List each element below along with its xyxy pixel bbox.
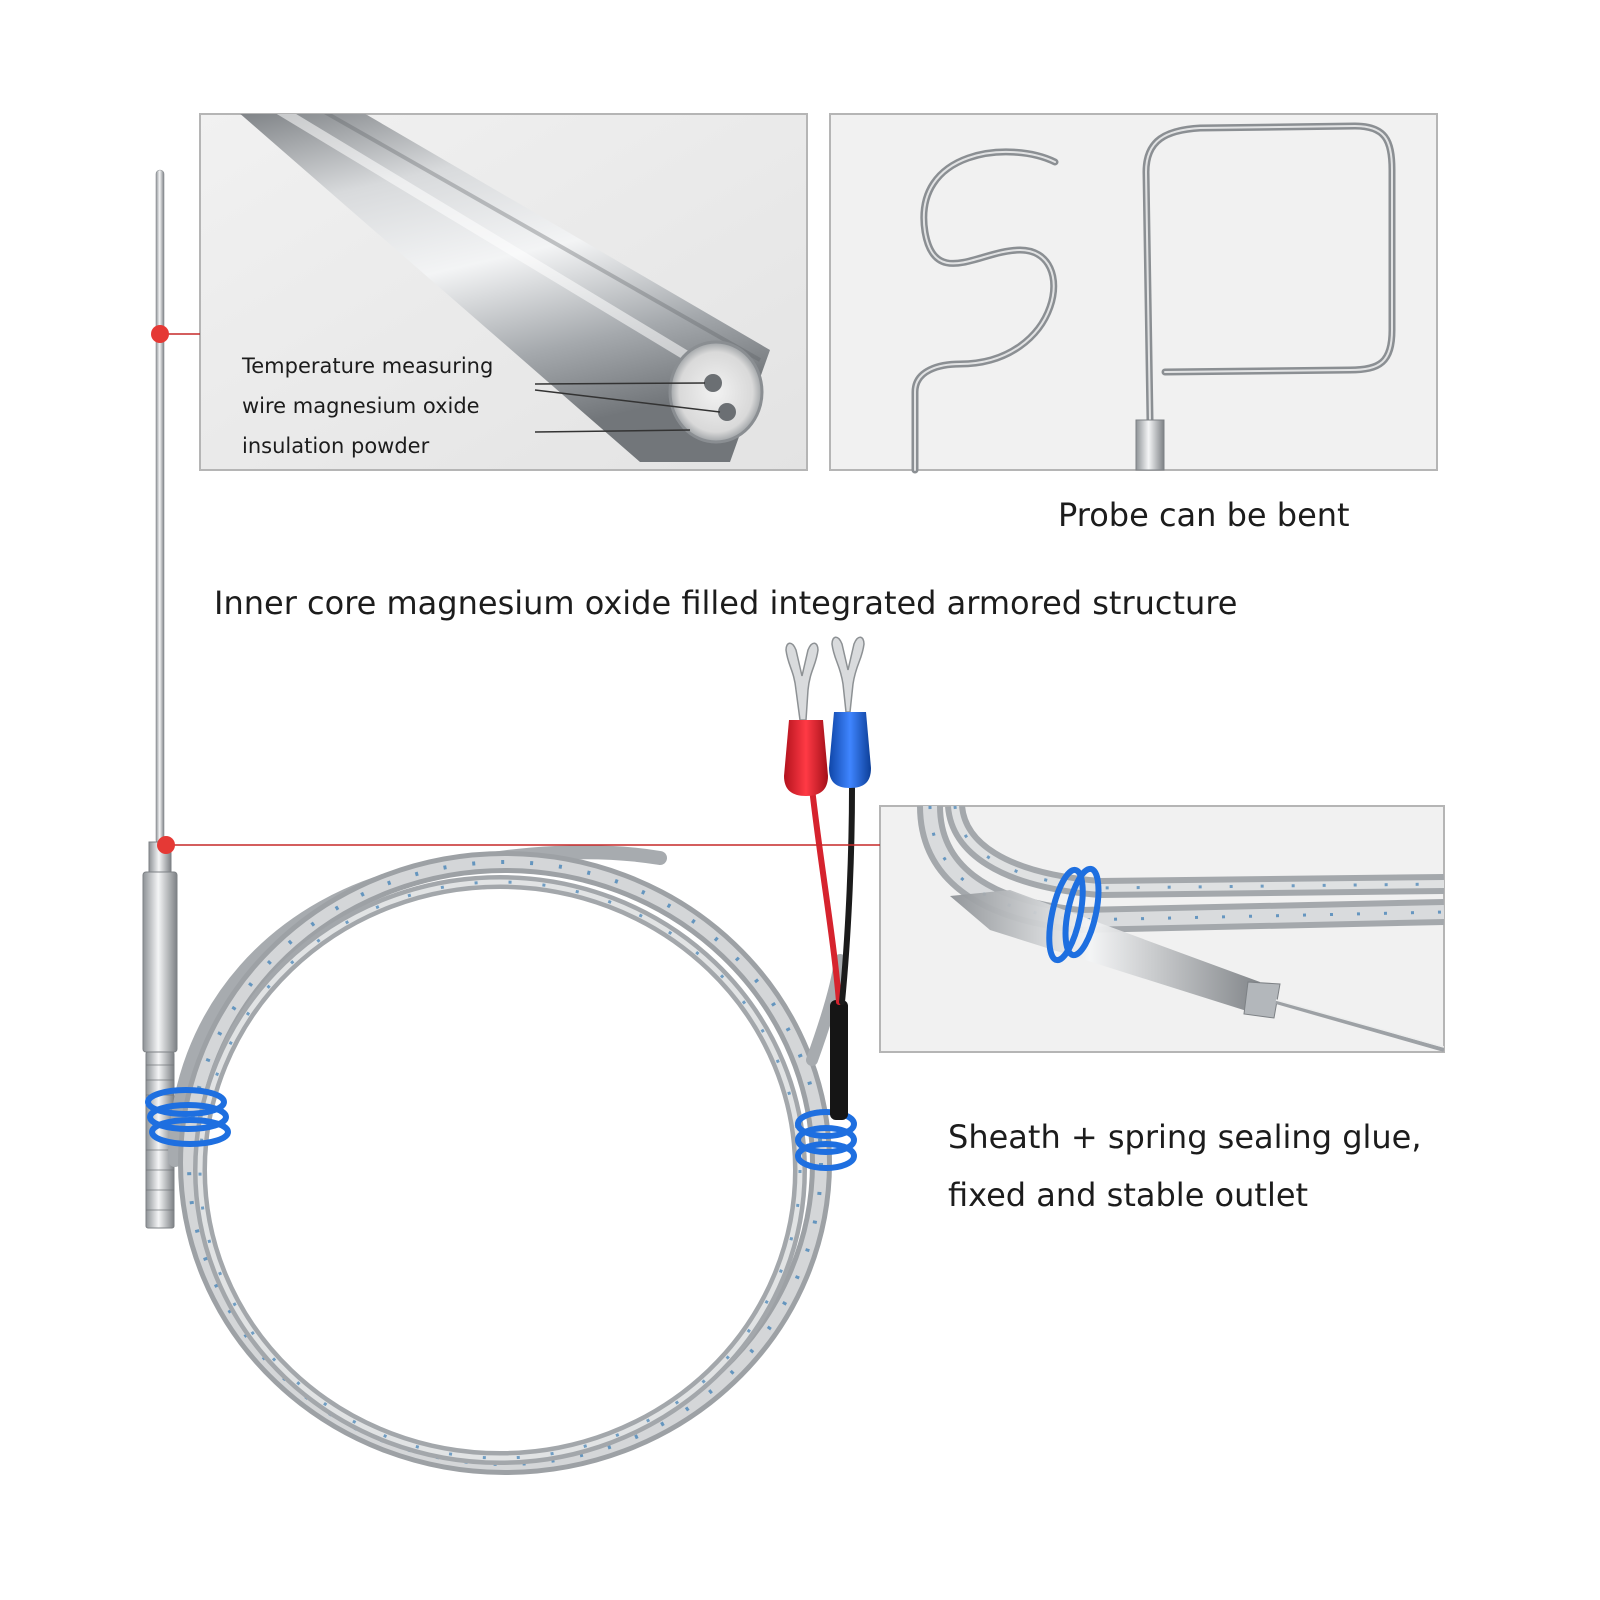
callout-dot-sheath: [157, 836, 175, 854]
caption-sheath-seal: Sheath + spring sealing glue, fixed and …: [948, 1108, 1422, 1224]
inset-rod-cross-section: [199, 113, 808, 471]
caption-seal-line-2: fixed and stable outlet: [948, 1176, 1309, 1214]
callout-line-1: Temperature measuring: [242, 354, 494, 378]
measuring-wire-dot: [718, 403, 736, 421]
lead-wires: [809, 785, 855, 1120]
caption-seal-line-1: Sheath + spring sealing glue,: [948, 1118, 1422, 1156]
callout-dot-rod: [151, 325, 169, 343]
callout-lines: [151, 325, 880, 854]
insulation-callout-label: Temperature measuring wire magnesium oxi…: [242, 346, 493, 466]
callout-line-3: insulation powder: [242, 434, 430, 458]
blue-fork-terminal: [829, 636, 871, 788]
inset-bent-probe: [829, 113, 1438, 474]
measuring-wire-dot: [704, 374, 722, 392]
red-fork-terminal: [784, 642, 828, 796]
blue-binding-tie-right: [795, 1109, 857, 1171]
callout-line-2: wire magnesium oxide: [242, 394, 480, 418]
caption-probe-bent: Probe can be bent: [1058, 496, 1350, 534]
blue-binding-tie-left: [145, 1087, 231, 1147]
coiled-braided-cable: [145, 845, 857, 1475]
blue-binding-tie-inset: [1046, 865, 1102, 964]
caption-inner-core: Inner core magnesium oxide filled integr…: [214, 584, 1238, 622]
rod-end-face: [668, 340, 764, 444]
inset-sheath-spring: [879, 805, 1445, 1053]
